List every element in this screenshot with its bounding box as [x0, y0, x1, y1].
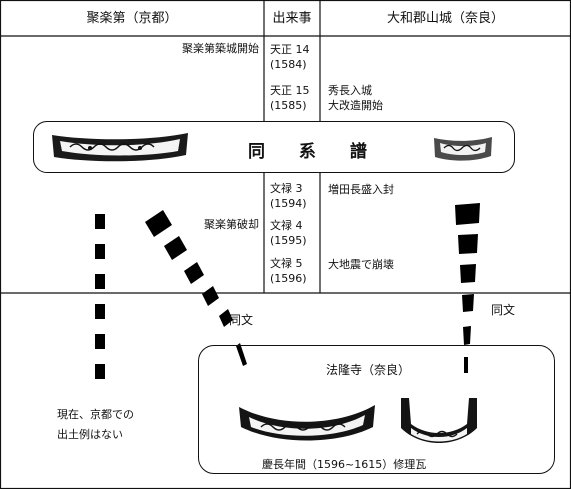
horyuji-tile-left: [239, 405, 375, 441]
header-kyoto: 聚楽第（京都）: [86, 11, 178, 26]
koriyama-event-2: 秀長入城 大改造開始: [328, 84, 383, 112]
lineage-title: 同 系 譜: [248, 142, 381, 162]
koriyama-event-5: 大地震で崩壊: [328, 258, 394, 271]
year-3: 文禄 3 (1594): [270, 182, 307, 210]
year-1: 天正 14 (1584): [270, 43, 310, 71]
year-2: 天正 15 (1585): [270, 84, 310, 112]
kyoto-event-4: 聚楽第破却: [204, 218, 259, 231]
horyuji-box: [198, 345, 555, 474]
horyuji-title: 法隆寺（奈良）: [326, 363, 411, 377]
horyuji-tile-right: [401, 398, 477, 443]
roof-tile-fragment-left: [52, 133, 188, 162]
year-4: 文禄 4 (1595): [270, 219, 307, 247]
doubun-label-left: 同文: [229, 313, 254, 327]
koriyama-event-3: 増田長盛入封: [328, 183, 394, 196]
horyuji-caption: 慶長年間（1596~1615）修理瓦: [262, 458, 427, 471]
doubun-label-right: 同文: [491, 303, 516, 317]
kyoto-event-1: 聚楽第築城開始: [182, 42, 259, 55]
header-koriyama: 大和郡山城（奈良）: [386, 11, 504, 26]
header-events: 出来事: [272, 11, 312, 26]
year-5: 文禄 5 (1596): [270, 257, 307, 285]
kyoto-no-finds-note: 現在、京都での 出土例はない: [57, 408, 134, 441]
roof-tile-fragment-right: [434, 137, 492, 161]
